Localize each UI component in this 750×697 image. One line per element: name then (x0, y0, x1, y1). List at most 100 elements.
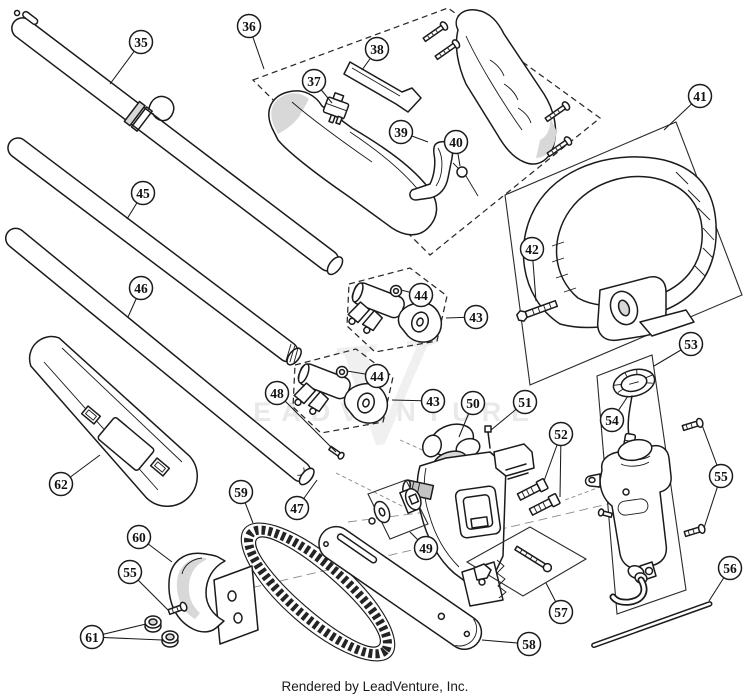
callout-41: 41 (663, 83, 713, 131)
hanger-clip (123, 95, 175, 132)
sprocket-kit (368, 487, 422, 525)
svg-text:49: 49 (419, 541, 433, 556)
callout-46: 46 (127, 275, 154, 318)
svg-text:39: 39 (394, 125, 408, 140)
callout-55b: 55 (117, 559, 169, 611)
callout-43b: 43 (391, 388, 446, 414)
callout-57: 57 (545, 582, 574, 625)
callout-52: 52 (543, 421, 574, 498)
loop-handle-box (504, 121, 743, 386)
callout-47: 47 (284, 479, 318, 521)
svg-text:37: 37 (307, 74, 321, 89)
svg-text:36: 36 (242, 19, 256, 34)
svg-text:43: 43 (426, 394, 440, 409)
callout-58: 58 (481, 631, 542, 657)
grip-ridges (551, 171, 715, 293)
oil-hose (609, 564, 648, 606)
callout-55a: 55 (701, 424, 734, 529)
svg-text:52: 52 (554, 427, 568, 442)
svg-text:48: 48 (270, 386, 284, 401)
callout-36: 36 (236, 13, 265, 70)
saw-chain (240, 522, 396, 662)
svg-text:38: 38 (370, 42, 384, 57)
cover-nuts (144, 615, 179, 648)
callout-50: 50 (458, 390, 486, 438)
chain-catcher (473, 563, 492, 586)
callout-49: 49 (409, 531, 439, 561)
svg-text:42: 42 (525, 242, 539, 257)
svg-text:56: 56 (723, 561, 737, 576)
handle-housing-group-box (251, 7, 602, 256)
callout-59: 59 (228, 479, 254, 524)
callout-37: 37 (301, 68, 333, 104)
svg-text:58: 58 (522, 637, 536, 652)
svg-text:55: 55 (123, 565, 137, 580)
loop-handle (522, 156, 717, 342)
svg-text:62: 62 (54, 477, 68, 492)
svg-text:43: 43 (469, 310, 483, 325)
clamp-nut-lower (335, 365, 349, 379)
sprocket-cover (168, 552, 259, 645)
bar-scabbard (28, 335, 198, 507)
svg-text:55: 55 (714, 469, 728, 484)
svg-text:51: 51 (518, 395, 532, 410)
svg-text:41: 41 (693, 89, 707, 104)
callout-layer: 35 36 37 38 39 40 41 42 44 43 44 43 45 46 47 48 49 50 51 52… (48, 13, 743, 657)
callout-56: 56 (708, 555, 743, 602)
spline-end (285, 343, 299, 364)
oil-tank-box (596, 354, 687, 615)
callout-42: 42 (519, 236, 545, 302)
callout-60: 60 (126, 524, 173, 563)
callout-45: 45 (126, 180, 156, 220)
callout-51: 51 (490, 389, 538, 431)
lower-boom-tube (4, 227, 315, 486)
svg-text:44: 44 (370, 369, 384, 384)
callout-40: 40 (443, 129, 469, 167)
svg-text:53: 53 (684, 337, 698, 352)
callout-53: 53 (653, 331, 704, 367)
throttle-lockout-lever (343, 61, 422, 113)
clamp-kit-upper (347, 282, 443, 343)
callout-43a: 43 (445, 304, 489, 330)
svg-text:61: 61 (85, 630, 99, 645)
callout-35: 35 (109, 29, 154, 85)
tensioner-screw (514, 545, 553, 573)
clamp-kit-lower (293, 363, 389, 424)
svg-text:47: 47 (290, 501, 304, 516)
clamp-kit-box-upper (346, 267, 448, 353)
tube-end-screw (328, 445, 345, 460)
handle-housing-right-half (455, 9, 557, 165)
svg-text:60: 60 (132, 530, 146, 545)
tensioner-kit-box (465, 526, 588, 597)
mount-bolts (516, 478, 561, 516)
svg-text:45: 45 (136, 186, 150, 201)
sprocket-kit-box (367, 479, 429, 540)
clamp-kit-box-lower (292, 348, 394, 434)
handle-bolt (516, 299, 559, 322)
oil-tank (584, 438, 672, 581)
callout-44a: 44 (400, 282, 434, 308)
clamp-nut-upper (389, 284, 403, 298)
callout-38: 38 (361, 36, 390, 71)
callout-39: 39 (388, 119, 429, 145)
callout-61: 61 (79, 623, 163, 650)
svg-text:40: 40 (449, 135, 463, 150)
throttle-trigger (409, 140, 454, 201)
housing-screws (422, 21, 573, 158)
svg-text:50: 50 (466, 396, 480, 411)
trigger-spring (452, 162, 479, 197)
svg-text:46: 46 (134, 281, 148, 296)
on-off-switch (322, 92, 350, 125)
gear-head-screw (484, 425, 492, 449)
drive-rod (591, 601, 713, 649)
callout-62: 62 (48, 454, 101, 497)
svg-text:44: 44 (414, 288, 428, 303)
upper-boom-tube (11, 9, 344, 276)
tank-screws (597, 417, 706, 538)
guide-bar (318, 525, 483, 650)
footer-credit: Rendered by LeadVenture, Inc. (281, 679, 469, 694)
svg-text:54: 54 (605, 413, 619, 428)
callout-48: 48 (264, 380, 337, 453)
